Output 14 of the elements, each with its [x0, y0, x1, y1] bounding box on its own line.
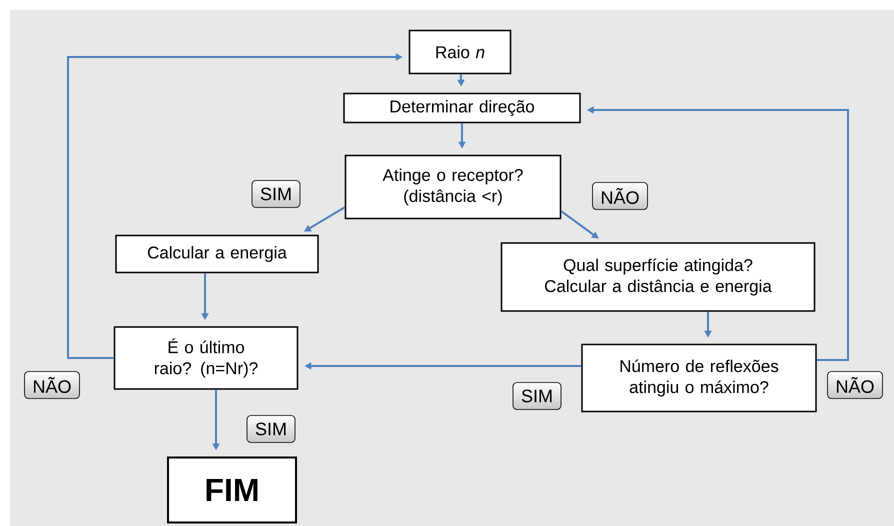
edge-label: SIM — [246, 415, 296, 443]
process-box: FIM — [167, 456, 297, 524]
edge-label: NÃO — [24, 371, 80, 399]
process-box: Atinge o receptor? (distância <r) — [344, 154, 562, 220]
process-box: Determinar direção — [343, 92, 581, 124]
process-box: Calcular a energia — [115, 234, 319, 274]
process-box: Raio n — [408, 30, 512, 74]
edge-label: SIM — [512, 382, 562, 410]
edge-label: SIM — [252, 180, 300, 208]
process-box: Qual superfície atingida? Calcular a distância e energia — [500, 242, 816, 312]
process-box: É o último raio? (n=Nr)? — [114, 326, 298, 390]
edge-label: NÃO — [592, 182, 648, 210]
edge-label: NÃO — [827, 371, 883, 399]
process-box: Número de reflexões atingiu o máximo? — [581, 344, 817, 412]
